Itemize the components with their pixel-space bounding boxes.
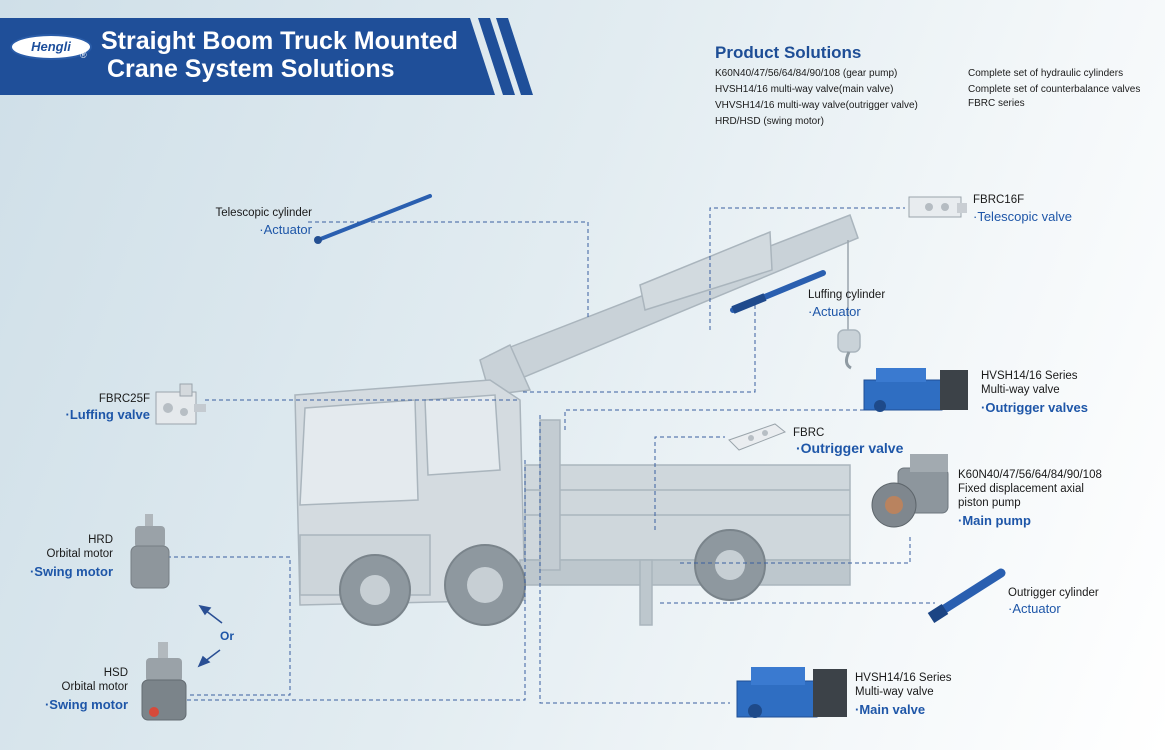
solution-item: HRD/HSD (swing motor) — [715, 116, 824, 127]
fbrc-outrigger-role: ·Outrigger valve — [796, 440, 904, 456]
main-pump-icon — [871, 454, 949, 528]
fbrc25f-label: FBRC25F — [98, 393, 150, 405]
hvsh-outrigger-role: ·Outrigger valves — [981, 400, 1088, 415]
hvsh-outrigger-label-1: HVSH14/16 Series — [981, 370, 1078, 382]
fbrc16f-role: ·Telescopic valve — [973, 209, 1072, 224]
main-pump-label-3: piston pump — [958, 497, 1021, 509]
brand-logo: Hengli — [10, 34, 92, 60]
solution-item: K60N40/47/56/64/84/90/108 (gear pump) — [715, 68, 898, 79]
telescopic-cylinder-role: ·Actuator — [259, 222, 312, 237]
hrd-label-1: HRD — [88, 534, 113, 546]
fbrc25f-valve-icon — [155, 383, 206, 425]
product-solutions-right-list: Complete set of hydraulic cylinders Comp… — [968, 66, 1140, 110]
page-title-line1: Straight Boom Truck Mounted — [101, 27, 458, 55]
logo-text: Hengli — [31, 39, 71, 54]
outrigger-multiway-valve-icon — [863, 368, 968, 412]
page-title-line2: Crane System Solutions — [107, 55, 395, 83]
telescopic-cylinder-icon — [314, 194, 432, 244]
solution-item: HVSH14/16 multi-way valve(main valve) — [715, 84, 894, 95]
product-solutions-heading: Product Solutions — [715, 43, 862, 62]
main-pump-role: ·Main pump — [958, 513, 1031, 528]
hsd-role: ·Swing motor — [44, 697, 128, 712]
luffing-cylinder-label: Luffing cylinder — [808, 289, 886, 301]
fbrc16f-valve-icon — [908, 196, 967, 218]
fbrc25f-role: ·Luffing valve — [65, 407, 150, 422]
solution-item: FBRC series — [968, 98, 1025, 109]
solution-item: VHVSH14/16 multi-way valve(outrigger val… — [715, 100, 918, 111]
hsd-motor-icon — [141, 642, 187, 721]
main-pump-label-2: Fixed displacement axial — [958, 483, 1084, 495]
registered-mark: ® — [80, 50, 87, 60]
main-multiway-valve-icon — [736, 667, 847, 718]
fbrc-outrigger-label: FBRC — [793, 427, 825, 439]
or-label: Or — [220, 629, 235, 643]
hvsh-main-label-1: HVSH14/16 Series — [855, 672, 952, 684]
hsd-label-1: HSD — [103, 667, 128, 679]
product-solutions-left-list: K60N40/47/56/64/84/90/108 (gear pump) HV… — [715, 66, 918, 130]
solution-item: Complete set of counterbalance valves — [968, 84, 1141, 95]
hvsh-outrigger-label-2: Multi-way valve — [981, 384, 1060, 396]
hvsh-main-role: ·Main valve — [855, 702, 926, 717]
telescopic-cylinder-label: Telescopic cylinder — [215, 207, 312, 219]
outrigger-cylinder-role: ·Actuator — [1008, 601, 1061, 616]
fbrc-outrigger-valve-icon — [728, 423, 786, 451]
hrd-motor-icon — [130, 514, 170, 589]
hrd-label-2: Orbital motor — [46, 548, 113, 560]
hvsh-main-label-2: Multi-way valve — [855, 686, 934, 698]
luffing-cylinder-role: ·Actuator — [808, 304, 861, 319]
hrd-role: ·Swing motor — [29, 564, 113, 579]
main-pump-label-1: K60N40/47/56/64/84/90/108 — [958, 469, 1102, 481]
luffing-cylinder-icon — [730, 270, 826, 314]
solution-item: Complete set of hydraulic cylinders — [968, 68, 1124, 79]
outrigger-cylinder-icon — [927, 568, 1006, 624]
hsd-label-2: Orbital motor — [61, 681, 128, 693]
fbrc16f-label: FBRC16F — [973, 194, 1025, 206]
header-banner — [0, 18, 533, 95]
outrigger-cylinder-label: Outrigger cylinder — [1008, 587, 1099, 599]
